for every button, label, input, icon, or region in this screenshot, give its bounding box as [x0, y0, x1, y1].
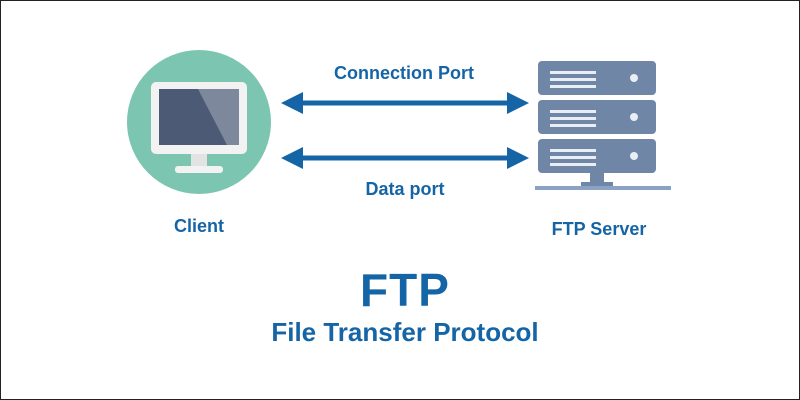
data-port-label: Data port — [365, 179, 445, 199]
monitor-neck — [191, 154, 207, 167]
diagram-subtitle: File Transfer Protocol — [271, 317, 539, 347]
server-base — [535, 186, 671, 190]
diagram-title: FTP — [360, 264, 450, 316]
server-rack-icon — [535, 61, 671, 190]
ftp-server-label: FTP Server — [551, 219, 647, 239]
connection-port-label: Connection Port — [334, 63, 474, 83]
monitor-stand — [175, 166, 223, 173]
data-port-arrow — [281, 147, 529, 169]
connection-port-arrow — [281, 92, 529, 114]
screen-glare — [198, 89, 239, 145]
client-label: Client — [173, 216, 225, 236]
computer-monitor-icon — [127, 50, 271, 194]
